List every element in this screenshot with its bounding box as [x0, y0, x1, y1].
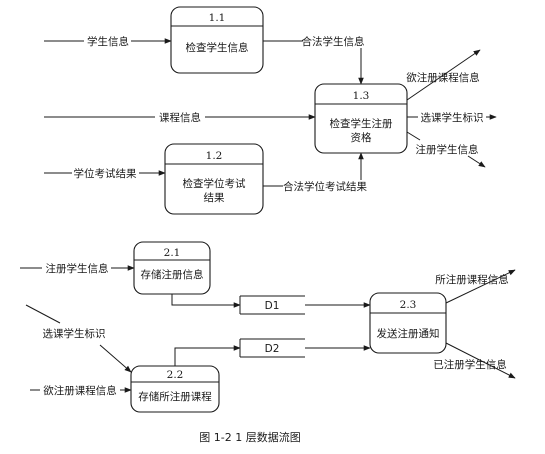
flow-label-valid-degree-exam-result: 合法学位考试结果 [283, 180, 367, 193]
flow-registered-student-info-in: 注册学生信息 [20, 262, 135, 275]
process-1-2: 1.2 检查学位考试 结果 [164, 143, 264, 215]
flow-label-degree-exam-result: 学位考试结果 [74, 167, 137, 180]
process-1-1: 1.1 检查学生信息 [170, 6, 264, 74]
flow-label-valid-student-info: 合法学生信息 [302, 35, 365, 48]
process-2-3-id: 2.3 [400, 299, 417, 311]
process-2-3: 2.3 发送注册通知 [369, 292, 447, 354]
flow-registered-course-info: 所注册课程信息 [435, 269, 516, 304]
process-2-3-name: 发送注册通知 [377, 327, 440, 340]
flow-label-course-info: 课程信息 [159, 111, 201, 124]
data-store-d1-label: D1 [265, 300, 280, 312]
flow-course-student-id-in: 选课学生标识 [25, 304, 132, 373]
flow-valid-degree-exam-result: 合法学位考试结果 [263, 152, 367, 193]
process-1-3-name-line2: 资格 [351, 131, 372, 144]
flow-registered-student-info-out: 注册学生信息 [406, 131, 486, 168]
flow-label-wanted-course-info-in: 欲注册课程信息 [43, 384, 117, 397]
process-1-2-name-line1: 检查学位考试 [183, 177, 246, 190]
process-1-2-name-line2: 结果 [204, 191, 225, 204]
flow-label-registered-student-info-in: 注册学生信息 [46, 262, 109, 275]
data-store-d2-label: D2 [265, 343, 280, 355]
flow-label-wanted-course-info-out: 欲注册课程信息 [406, 71, 480, 84]
flow-label-course-student-id-in: 选课学生标识 [43, 327, 106, 340]
flow-valid-student-info: 合法学生信息 [263, 35, 365, 85]
flow-already-registered-student-info: 已注册学生信息 [433, 342, 516, 379]
data-store-d1: D1 [239, 295, 305, 315]
flow-2-2-to-d2 [174, 345, 241, 366]
flow-label-course-student-id-out: 选课学生标识 [421, 111, 484, 124]
flow-label-student-info: 学生信息 [87, 35, 129, 48]
process-2-2-name: 存储所注册课程 [138, 390, 212, 403]
process-2-1-id: 2.1 [164, 247, 181, 259]
process-1-1-name: 检查学生信息 [186, 41, 249, 54]
process-2-2: 2.2 存储所注册课程 [130, 365, 220, 413]
flow-student-info: 学生信息 [44, 35, 172, 48]
process-1-3-id: 1.3 [353, 90, 370, 102]
flow-degree-exam-result: 学位考试结果 [44, 167, 166, 180]
process-1-1-id: 1.1 [209, 12, 226, 24]
figure-caption: 图 1-2 1 层数据流图 [199, 430, 300, 444]
flow-label-registered-course-info: 所注册课程信息 [435, 273, 509, 286]
process-2-1-name: 存储注册信息 [141, 268, 204, 281]
data-store-d2: D2 [239, 338, 305, 358]
process-1-2-id: 1.2 [206, 150, 223, 162]
flow-label-already-registered-student-info: 已注册学生信息 [433, 358, 507, 371]
process-2-2-id: 2.2 [167, 369, 184, 381]
process-1-3-name-line1: 检查学生注册 [330, 117, 393, 130]
process-2-1: 2.1 存储注册信息 [133, 241, 211, 295]
flow-wanted-course-info-in: 欲注册课程信息 [30, 384, 132, 397]
flow-wanted-course-info-out: 欲注册课程信息 [406, 49, 481, 101]
flow-label-registered-student-info-out: 注册学生信息 [416, 143, 479, 156]
process-1-3: 1.3 检查学生注册 资格 [314, 83, 408, 154]
flow-2-1-to-d1 [171, 294, 241, 308]
flow-course-info: 课程信息 [44, 111, 316, 124]
flow-course-student-id-out: 选课学生标识 [407, 111, 497, 124]
